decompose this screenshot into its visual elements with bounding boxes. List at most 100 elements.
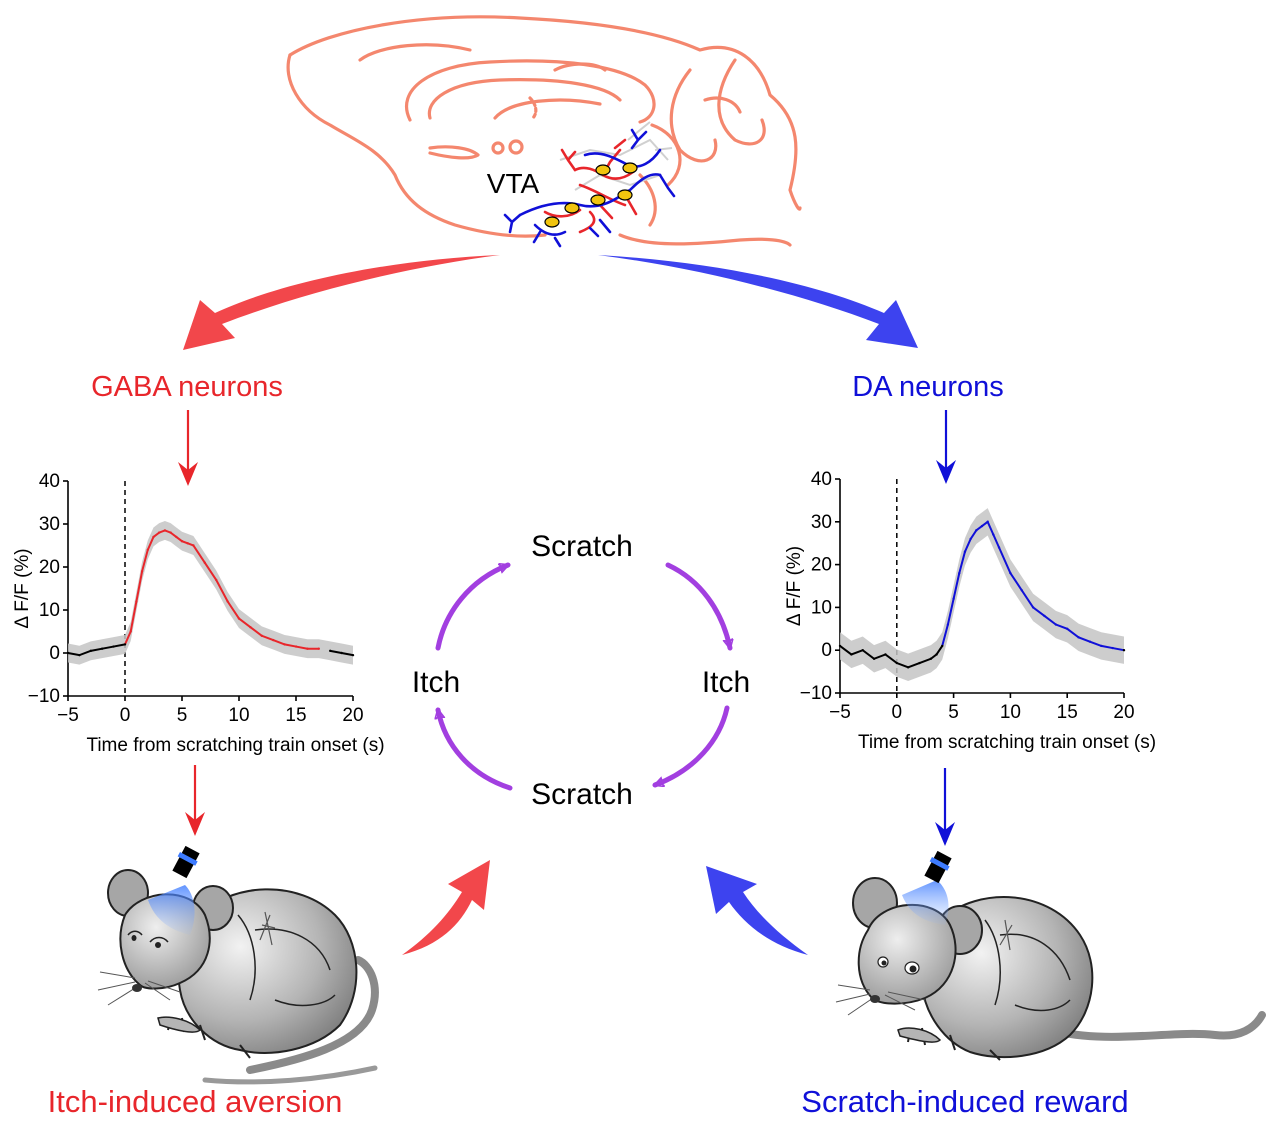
cycle-arrows bbox=[438, 562, 730, 791]
data-point bbox=[129, 630, 132, 633]
baseline-trace bbox=[67, 643, 126, 657]
data-point bbox=[140, 570, 144, 573]
data-point bbox=[226, 600, 229, 603]
y-tick-label: 0 bbox=[49, 643, 60, 664]
data-point bbox=[997, 546, 1001, 549]
data-point bbox=[152, 535, 155, 539]
x-tick-label: −5 bbox=[829, 702, 851, 723]
data-point bbox=[101, 647, 104, 650]
y-tick-label: 10 bbox=[39, 600, 60, 621]
da-to-mouse-arrow bbox=[935, 768, 955, 846]
gaba-neurons-title: GABA neurons bbox=[91, 371, 283, 403]
data-point bbox=[123, 643, 127, 646]
data-point bbox=[946, 623, 950, 626]
data-point bbox=[329, 649, 332, 653]
data-point bbox=[1088, 640, 1092, 643]
error-band bbox=[840, 508, 1124, 682]
data-point bbox=[78, 653, 81, 657]
data-point bbox=[112, 645, 115, 648]
data-point bbox=[169, 531, 172, 534]
y-tick-label: 30 bbox=[811, 512, 832, 533]
data-point bbox=[146, 548, 149, 551]
data-point bbox=[1066, 627, 1069, 630]
cycle-itch-left: Itch bbox=[412, 666, 460, 699]
response-trace bbox=[124, 529, 319, 650]
response-trace bbox=[941, 520, 1125, 652]
data-point bbox=[283, 643, 286, 646]
data-point bbox=[1100, 644, 1103, 648]
data-point bbox=[958, 571, 961, 575]
data-point bbox=[1031, 606, 1035, 609]
y-axis-label: Δ F/F (%) bbox=[784, 546, 805, 626]
data-point bbox=[918, 661, 921, 665]
vta-label: VTA bbox=[487, 168, 540, 199]
data-point bbox=[935, 653, 938, 656]
itch-aversion-caption: Itch-induced aversion bbox=[48, 1084, 343, 1119]
data-point bbox=[163, 529, 167, 532]
data-point bbox=[963, 550, 967, 553]
da-neuron-processes bbox=[503, 128, 676, 248]
x-tick-label: 20 bbox=[1113, 702, 1134, 723]
x-tick-label: 5 bbox=[177, 705, 188, 726]
data-point bbox=[861, 649, 864, 652]
x-tick-label: 20 bbox=[342, 705, 363, 726]
y-tick-label: 40 bbox=[39, 471, 60, 492]
itching-mouse-illustration bbox=[97, 845, 379, 1085]
brain-illustration: VTA bbox=[286, 15, 802, 248]
brain-outline bbox=[286, 15, 802, 247]
data-point bbox=[175, 535, 178, 539]
x-axis-label: Time from scratching train onset (s) bbox=[86, 735, 384, 756]
y-tick-label: 20 bbox=[39, 557, 60, 578]
data-point bbox=[906, 666, 910, 669]
neuron-cell-bodies bbox=[544, 162, 638, 228]
y-tick-label: −10 bbox=[800, 683, 832, 704]
data-point bbox=[884, 653, 887, 656]
aversion-feedback-arrow bbox=[402, 860, 490, 955]
gaba-pathway-arrow bbox=[183, 255, 500, 350]
cycle-scratch-top: Scratch bbox=[531, 530, 633, 563]
data-point bbox=[272, 638, 275, 642]
y-tick-label: 40 bbox=[811, 469, 832, 490]
x-tick-label: 10 bbox=[228, 705, 249, 726]
y-tick-label: 20 bbox=[811, 555, 832, 576]
data-point bbox=[306, 647, 309, 650]
data-point bbox=[941, 644, 944, 648]
data-point bbox=[89, 649, 93, 653]
data-point bbox=[186, 542, 189, 545]
data-point bbox=[850, 653, 853, 656]
data-point bbox=[969, 537, 972, 541]
y-tick-label: −10 bbox=[28, 686, 60, 707]
x-tick-label: 10 bbox=[1000, 702, 1021, 723]
vta-neuron-network bbox=[503, 121, 676, 248]
data-point bbox=[838, 644, 842, 648]
data-point bbox=[1122, 649, 1126, 652]
data-point bbox=[895, 661, 898, 665]
data-point bbox=[294, 645, 298, 648]
cycle-itch-right: Itch bbox=[702, 666, 750, 699]
gaba-down-arrow bbox=[178, 410, 198, 486]
da-pathway-arrow bbox=[598, 255, 918, 348]
x-tick-label: −5 bbox=[57, 705, 79, 726]
y-tick-label: 0 bbox=[821, 640, 832, 661]
data-point bbox=[180, 540, 184, 543]
data-point bbox=[1054, 623, 1058, 626]
data-point bbox=[237, 617, 241, 620]
data-point bbox=[1111, 646, 1114, 650]
optic-fiber-implant bbox=[902, 850, 952, 925]
data-point bbox=[340, 651, 343, 655]
data-point bbox=[986, 520, 989, 523]
x-tick-label: 0 bbox=[892, 702, 903, 723]
data-point bbox=[1077, 636, 1080, 639]
data-point bbox=[1043, 614, 1046, 618]
data-point bbox=[317, 647, 320, 650]
x-tick-label: 15 bbox=[1057, 702, 1078, 723]
data-point bbox=[215, 578, 218, 582]
mouse-tail bbox=[246, 956, 379, 1074]
scratch-reward-caption: Scratch-induced reward bbox=[801, 1084, 1128, 1119]
data-point bbox=[992, 533, 995, 536]
x-tick-label: 0 bbox=[120, 705, 131, 726]
x-tick-label: 5 bbox=[948, 702, 959, 723]
mouse-tail bbox=[1046, 1011, 1266, 1041]
y-axis-label: Δ F/F (%) bbox=[12, 548, 33, 628]
